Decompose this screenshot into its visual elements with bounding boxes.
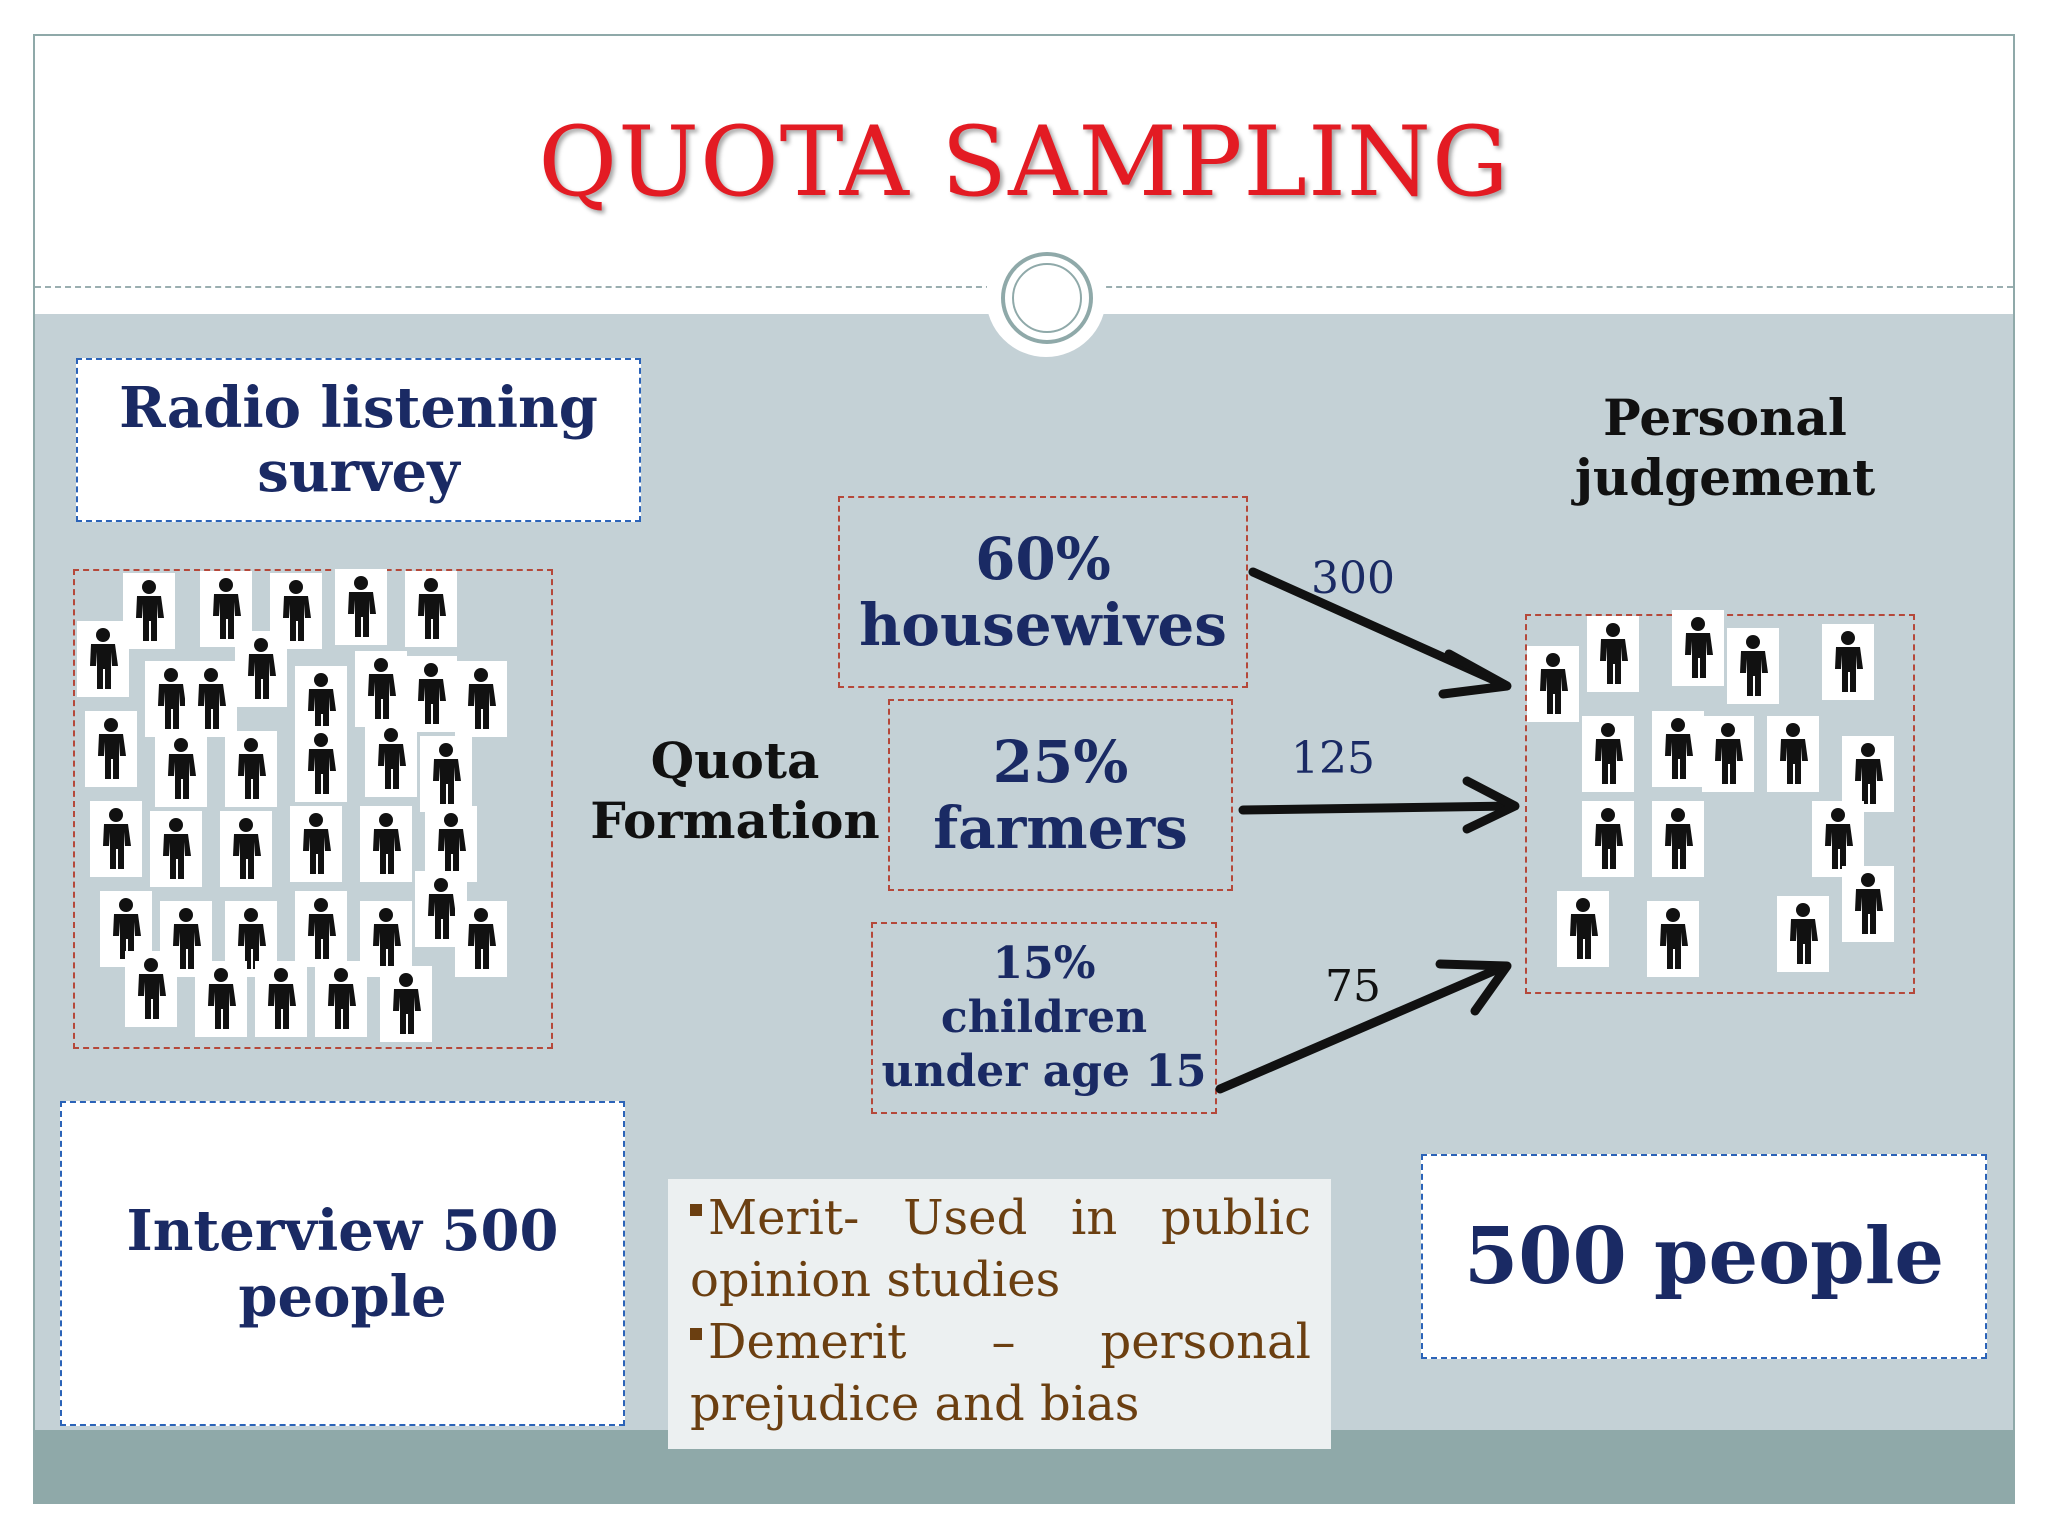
person-silhouette-icon: [1702, 716, 1754, 792]
note-merit: Merit- Used in public opinion studies: [690, 1187, 1311, 1311]
quota-percent: 60%: [975, 525, 1111, 593]
personal-judgement-line1: Personal: [1603, 388, 1847, 447]
person-silhouette-icon: [123, 573, 175, 649]
person-silhouette-icon: [225, 731, 277, 807]
flow-arrows: [1215, 567, 1520, 1094]
person-silhouette-icon: [150, 811, 202, 887]
result-box: 500 people: [1421, 1154, 1987, 1359]
person-silhouette-icon: [1652, 711, 1704, 787]
note-merit-text: Merit- Used in public opinion studies: [690, 1190, 1311, 1308]
person-silhouette-icon: [360, 806, 412, 882]
note-demerit-text: Demerit – personal prejudice and bias: [690, 1314, 1311, 1432]
count-farmers: 125: [1291, 733, 1375, 784]
count-housewives: 300: [1311, 553, 1395, 604]
person-silhouette-icon: [405, 571, 457, 647]
person-silhouette-icon: [315, 961, 367, 1037]
quota-group: farmers: [933, 794, 1188, 862]
sample-crowd: [1525, 610, 1915, 994]
person-silhouette-icon: [1777, 896, 1829, 972]
person-silhouette-icon: [90, 801, 142, 877]
person-silhouette-icon: [255, 961, 307, 1037]
person-silhouette-icon: [1767, 716, 1819, 792]
person-silhouette-icon: [220, 811, 272, 887]
person-silhouette-icon: [455, 901, 507, 977]
arrow-housewives-head: [1438, 649, 1512, 699]
survey-label-line1: Radio listening: [119, 375, 598, 441]
arrow-children: [1215, 961, 1510, 1094]
quota-box-farmers: 25%farmers: [888, 699, 1233, 891]
person-silhouette-icon: [360, 901, 412, 977]
person-silhouette-icon: [455, 661, 507, 737]
slide-title: QUOTA SAMPLING: [538, 106, 1510, 218]
person-silhouette-icon: [1582, 801, 1634, 877]
quota-group: children: [940, 992, 1148, 1043]
quota-formation-label: Quota Formation: [555, 731, 915, 851]
ring-ornament-icon: [986, 237, 1106, 357]
person-silhouette-icon: [195, 961, 247, 1037]
result-label: 500 people: [1464, 1211, 1944, 1302]
person-silhouette-icon: [1557, 891, 1609, 967]
population-crowd: [73, 569, 553, 1049]
survey-label-line2: survey: [257, 439, 460, 505]
person-silhouette-icon: [1587, 616, 1639, 692]
person-silhouette-icon: [295, 726, 347, 802]
person-silhouette-icon: [100, 891, 152, 967]
quota-percent: 25%: [992, 728, 1129, 796]
person-silhouette-icon: [1582, 716, 1634, 792]
person-silhouette-icon: [200, 571, 252, 647]
person-silhouette-icon: [1527, 646, 1579, 722]
quota-formation-line2: Formation: [590, 791, 880, 850]
quota-group-line2: under age 15: [881, 1046, 1207, 1097]
quota-percent: 15%: [992, 938, 1096, 989]
person-silhouette-icon: [355, 651, 407, 727]
person-silhouette-icon: [420, 736, 472, 812]
person-silhouette-icon: [380, 966, 432, 1042]
person-silhouette-icon: [85, 711, 137, 787]
quota-box-housewives: 60%housewives: [838, 496, 1248, 688]
note-demerit: Demerit – personal prejudice and bias: [690, 1311, 1311, 1435]
interview-label-line1: Interview 500: [126, 1197, 559, 1264]
arrow-farmers: [1238, 801, 1518, 815]
arrow-farmers-head: [1462, 776, 1520, 834]
person-silhouette-icon: [155, 731, 207, 807]
person-silhouette-icon: [1842, 736, 1894, 812]
person-silhouette-icon: [290, 806, 342, 882]
person-silhouette-icon: [405, 656, 457, 732]
person-silhouette-icon: [365, 721, 417, 797]
person-silhouette-icon: [1672, 610, 1724, 686]
person-silhouette-icon: [1842, 866, 1894, 942]
person-silhouette-icon: [185, 661, 237, 737]
person-silhouette-icon: [77, 621, 129, 697]
interview-label-line2: people: [238, 1263, 447, 1330]
person-silhouette-icon: [1727, 628, 1779, 704]
person-silhouette-icon: [125, 951, 177, 1027]
merit-demerit-notes: Merit- Used in public opinion studies De…: [668, 1179, 1331, 1449]
quota-group: housewives: [859, 591, 1227, 659]
personal-judgement-line2: judgement: [1574, 448, 1876, 507]
personal-judgement-label: Personal judgement: [1565, 388, 1885, 508]
person-silhouette-icon: [1822, 624, 1874, 700]
arrow-children-head: [1435, 959, 1512, 1016]
person-silhouette-icon: [1647, 901, 1699, 977]
person-silhouette-icon: [1652, 801, 1704, 877]
person-silhouette-icon: [1812, 801, 1864, 877]
quota-formation-line1: Quota: [650, 731, 820, 790]
count-children: 75: [1325, 961, 1381, 1012]
person-silhouette-icon: [235, 631, 287, 707]
person-silhouette-icon: [425, 806, 477, 882]
person-silhouette-icon: [295, 891, 347, 967]
person-silhouette-icon: [335, 569, 387, 645]
